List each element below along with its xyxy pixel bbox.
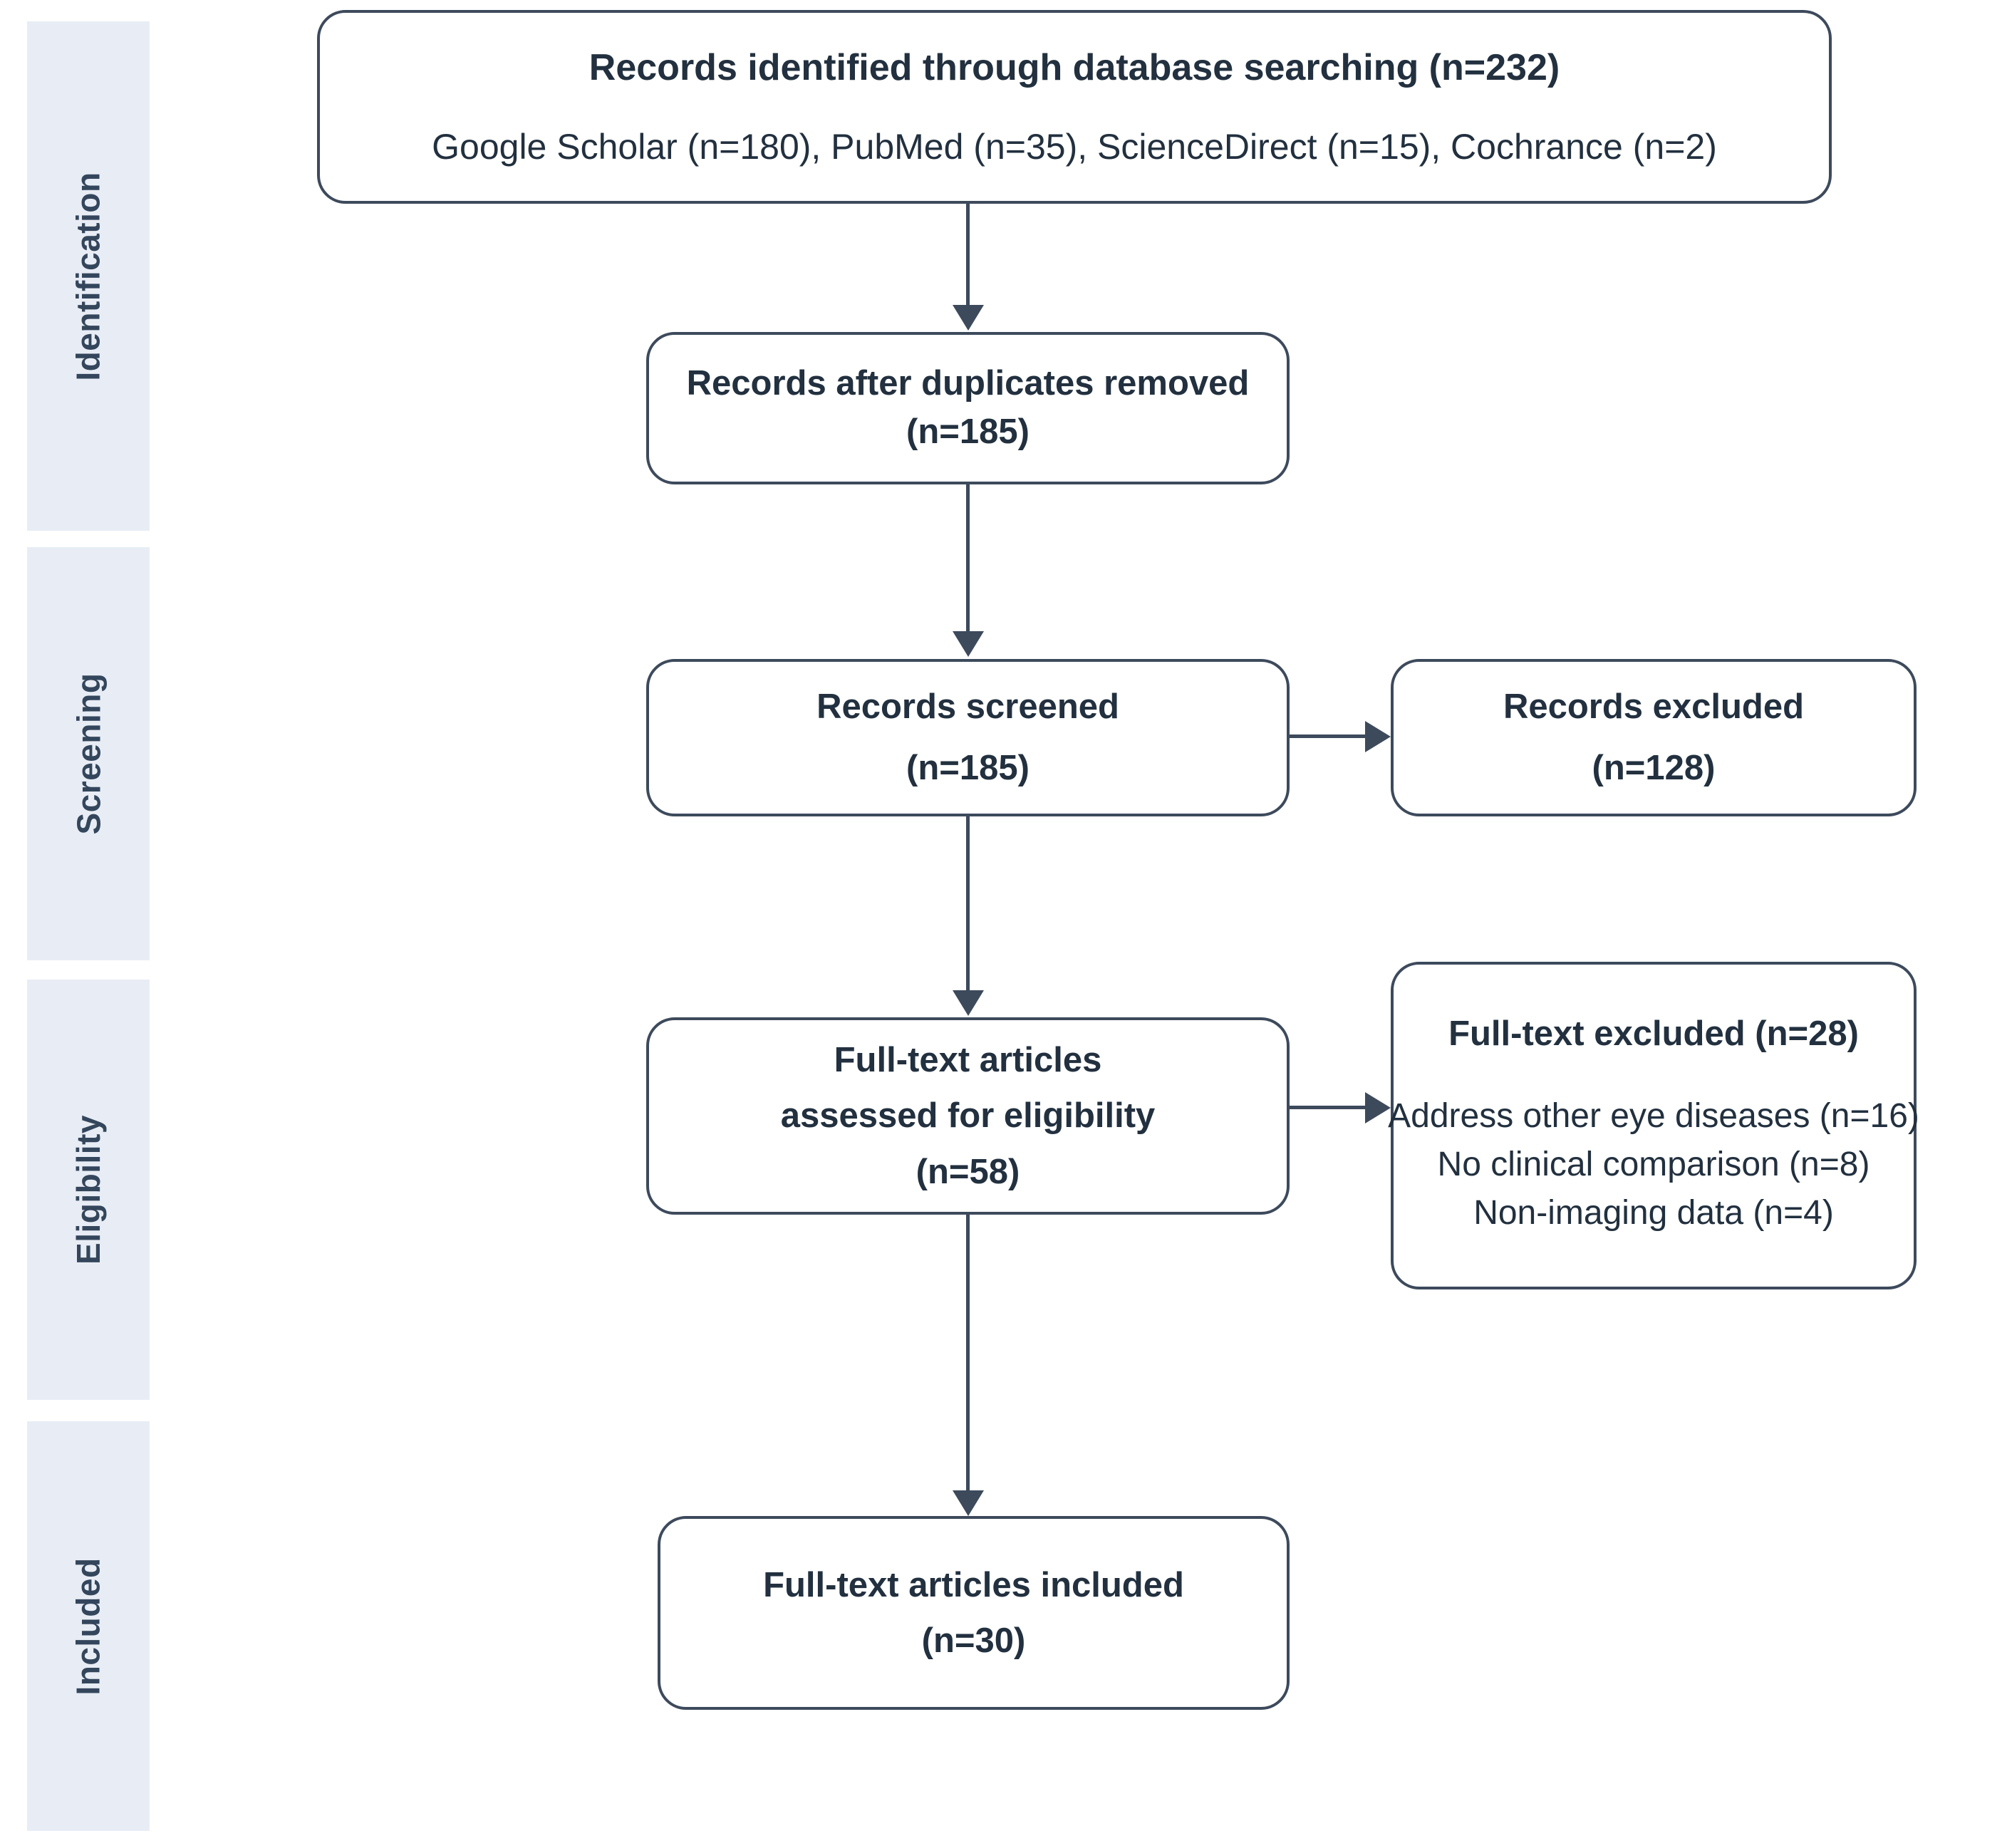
box-records-screened-line1: Records screened xyxy=(816,687,1119,726)
box-records-identified-sources: Google Scholar (n=180), PubMed (n=35), S… xyxy=(432,127,1717,167)
box-fulltext-included: Full-text articles included (n=30) xyxy=(658,1516,1290,1710)
arrowhead-screened-to-excluded xyxy=(1365,721,1391,752)
box-fulltext-assessed-line2: assessed for eligibility xyxy=(780,1096,1156,1136)
box-fulltext-excluded-reason-1: Address other eye diseases (n=16) xyxy=(1388,1096,1919,1135)
box-records-excluded-line1: Records excluded xyxy=(1503,687,1805,726)
connector-screened-to-excluded xyxy=(1290,734,1374,738)
box-records-excluded-line2: (n=128) xyxy=(1592,748,1716,787)
box-records-screened: Records screened (n=185) xyxy=(646,659,1290,816)
phase-label-included: Included xyxy=(70,1557,107,1696)
box-duplicates-removed-line2: (n=185) xyxy=(906,412,1030,451)
phase-label-identification: Identification xyxy=(70,171,108,381)
box-duplicates-removed-line1: Records after duplicates removed xyxy=(686,364,1250,403)
phase-band-screening: Screening xyxy=(27,547,150,960)
box-fulltext-assessed-line1: Full-text articles xyxy=(834,1040,1102,1079)
box-duplicates-removed: Records after duplicates removed (n=185) xyxy=(646,332,1290,484)
box-fulltext-included-line1: Full-text articles included xyxy=(763,1565,1184,1604)
arrowhead-screened-to-eligibility xyxy=(953,990,984,1016)
connector-duplicates-to-screened xyxy=(966,484,970,635)
phase-band-included: Included xyxy=(27,1421,150,1831)
box-fulltext-excluded-reason-2: No clinical comparison (n=8) xyxy=(1437,1145,1870,1183)
box-fulltext-excluded-reason-3: Non-imaging data (n=4) xyxy=(1473,1194,1834,1232)
box-fulltext-excluded: Full-text excluded (n=28) Address other … xyxy=(1388,962,1919,1289)
phase-band-eligibility: Eligibility xyxy=(27,980,150,1400)
arrowhead-duplicates-to-screened xyxy=(953,631,984,657)
box-records-screened-line2: (n=185) xyxy=(906,748,1030,787)
box-fulltext-assessed: Full-text articles assessed for eligibil… xyxy=(646,1017,1290,1215)
box-records-excluded: Records excluded (n=128) xyxy=(1391,659,1917,816)
box-fulltext-included-line2: (n=30) xyxy=(921,1621,1026,1660)
arrowhead-eligibility-to-included xyxy=(953,1490,984,1516)
connector-eligibility-to-included xyxy=(966,1215,970,1498)
phase-label-screening: Screening xyxy=(70,673,108,835)
phase-label-eligibility: Eligibility xyxy=(70,1115,107,1265)
arrowhead-identified-to-duplicates xyxy=(953,305,984,331)
connector-eligibility-to-fulltext-excluded xyxy=(1290,1106,1374,1109)
box-records-identified-heading: Records identified through database sear… xyxy=(588,47,1560,88)
phase-band-identification: Identification xyxy=(27,21,150,531)
arrowhead-eligibility-to-fulltext-excluded xyxy=(1365,1092,1391,1123)
box-records-identified: Records identified through database sear… xyxy=(317,10,1832,204)
connector-screened-to-eligibility xyxy=(966,816,970,996)
connector-identified-to-duplicates xyxy=(966,204,970,311)
box-fulltext-excluded-heading: Full-text excluded (n=28) xyxy=(1448,1014,1859,1053)
box-fulltext-assessed-line3: (n=58) xyxy=(916,1152,1020,1191)
